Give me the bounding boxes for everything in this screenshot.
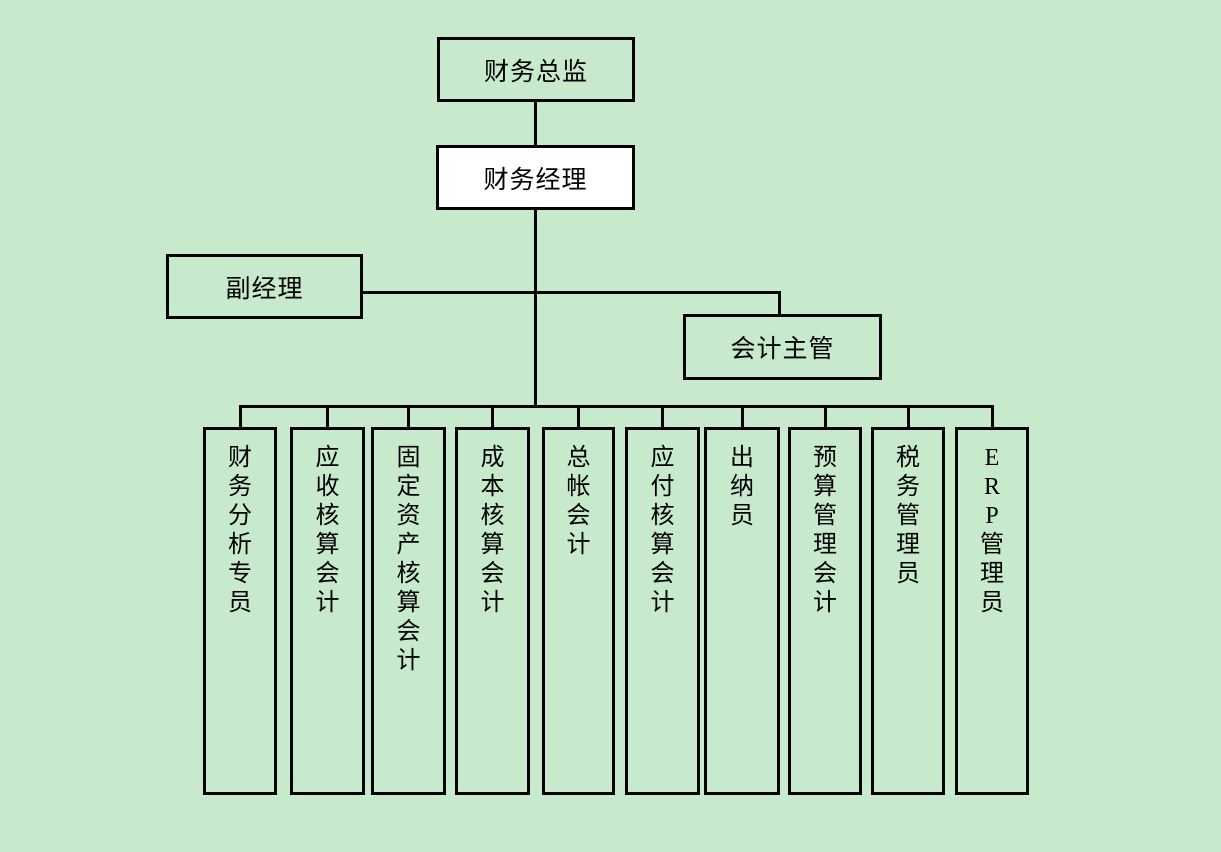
connector-drop-staff-7: [741, 405, 744, 428]
node-finance-director-label: 财务总监: [483, 58, 588, 86]
node-staff-financial-analysis-specialist: 财 务 分 析 专 员: [203, 427, 277, 795]
connector-drop-staff-3: [407, 405, 410, 428]
node-staff-erp-administrator: E R P 管 理 员: [955, 427, 1029, 795]
node-staff-budget-management-accountant: 预 算 管 理 会 计: [788, 427, 862, 795]
node-finance-director: 财务总监: [437, 37, 635, 102]
connector-staff-rail: [239, 405, 994, 408]
node-deputy-manager: 副经理: [166, 254, 363, 319]
node-staff-label: 应 收 核 算 会 计: [315, 445, 340, 616]
node-staff-payables-accountant: 应 付 核 算 会 计: [625, 427, 700, 795]
connector-drop-staff-8: [824, 405, 827, 428]
connector-drop-staff-6: [661, 405, 664, 428]
connector-supervisor-drop: [778, 291, 781, 315]
node-staff-label: 固 定 资 产 核 算 会 计: [396, 445, 421, 674]
node-staff-label: 财 务 分 析 专 员: [228, 445, 252, 616]
node-finance-manager: 财务经理: [436, 145, 635, 210]
node-staff-cashier: 出 纳 员: [704, 427, 780, 795]
connector-drop-staff-9: [907, 405, 910, 428]
node-staff-fixed-assets-accountant: 固 定 资 产 核 算 会 计: [371, 427, 446, 795]
connector-drop-staff-4: [491, 405, 494, 428]
node-staff-label: E R P 管 理 员: [980, 445, 1004, 616]
node-staff-label: 成 本 核 算 会 计: [480, 445, 505, 616]
node-staff-cost-accountant: 成 本 核 算 会 计: [455, 427, 530, 795]
node-staff-label: 税 务 管 理 员: [896, 445, 920, 587]
node-staff-label: 预 算 管 理 会 计: [813, 445, 837, 616]
connector-manager-trunk: [534, 208, 537, 408]
connector-drop-staff-10: [991, 405, 994, 428]
node-staff-receivables-accountant: 应 收 核 算 会 计: [290, 427, 365, 795]
node-accounting-supervisor-label: 会计主管: [730, 336, 835, 363]
node-finance-manager-label: 财务经理: [483, 166, 588, 194]
connector-drop-staff-5: [577, 405, 580, 428]
node-staff-tax-administrator: 税 务 管 理 员: [871, 427, 945, 795]
node-staff-label: 总 帐 会 计: [566, 445, 591, 558]
connector-drop-staff-1: [239, 405, 242, 428]
connector-deputy-branch: [363, 291, 781, 294]
connector-drop-staff-2: [326, 405, 329, 428]
node-staff-general-ledger-accountant: 总 帐 会 计: [542, 427, 615, 795]
node-deputy-manager-label: 副经理: [225, 275, 304, 303]
connector-director-manager: [534, 100, 537, 146]
node-staff-label: 应 付 核 算 会 计: [650, 445, 675, 616]
node-accounting-supervisor: 会计主管: [683, 314, 882, 380]
node-staff-label: 出 纳 员: [730, 445, 754, 529]
